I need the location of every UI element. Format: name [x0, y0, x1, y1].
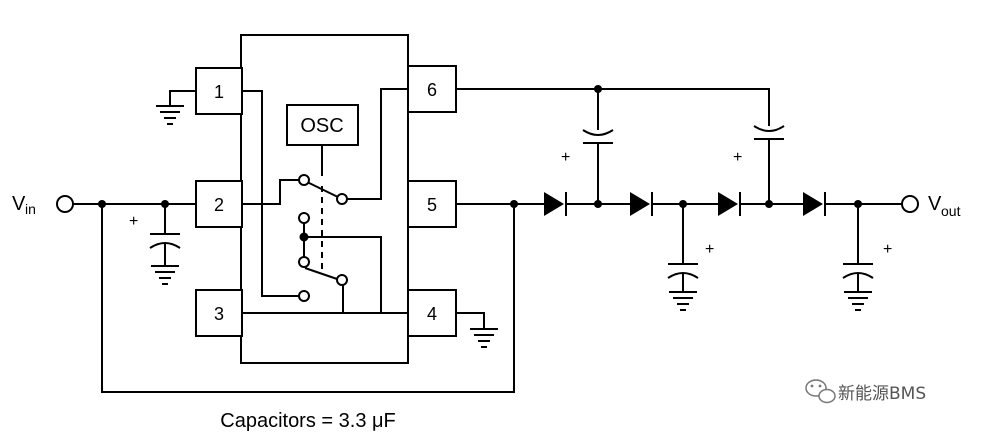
svg-text:+: +	[561, 149, 570, 166]
svg-text:新能源BMS: 新能源BMS	[838, 384, 926, 404]
svg-text:+: +	[129, 213, 138, 230]
diode	[544, 192, 564, 216]
switch-contact	[298, 174, 310, 186]
switch-contact	[298, 212, 310, 224]
svg-text:+: +	[733, 149, 742, 166]
svg-text:6: 6	[427, 80, 437, 100]
watermark: 新能源BMS	[805, 379, 926, 404]
pin-5: 5	[407, 180, 457, 228]
svg-text:3: 3	[214, 304, 224, 324]
output-capacitor: +	[842, 204, 892, 311]
pin-3: 3	[195, 289, 243, 337]
svg-text:1: 1	[214, 82, 224, 102]
vout-terminal: V out	[901, 193, 961, 219]
internal-wiring	[242, 88, 408, 314]
svg-text:2: 2	[214, 195, 224, 215]
pump-capacitor: +	[733, 125, 785, 204]
reservoir-capacitor: +	[667, 204, 714, 311]
switch-contact	[298, 256, 310, 268]
switch-contact	[298, 290, 310, 302]
svg-text:V: V	[928, 193, 942, 215]
capacitor-caption: Capacitors = 3.3 μF	[220, 410, 396, 432]
svg-text:in: in	[25, 201, 36, 217]
pin-1: 1	[195, 67, 243, 115]
pump-capacitor: +	[561, 89, 614, 204]
switch-contact	[336, 193, 348, 205]
svg-text:4: 4	[427, 304, 437, 324]
diode	[630, 192, 650, 216]
ground-symbol	[456, 312, 498, 348]
svg-text:out: out	[941, 203, 961, 219]
svg-text:+: +	[883, 241, 892, 258]
oscillator-block: OSC	[286, 104, 359, 146]
vin-terminal: V in	[12, 193, 196, 217]
svg-text:OSC: OSC	[300, 115, 343, 137]
input-capacitor: +	[129, 204, 181, 285]
ground-symbol	[156, 90, 196, 125]
svg-text:+: +	[705, 241, 714, 258]
output-chain	[456, 85, 902, 216]
pin-6: 6	[407, 65, 457, 113]
switch-contact	[336, 274, 348, 286]
pin-4: 4	[407, 289, 457, 337]
diode	[718, 192, 738, 216]
svg-text:V: V	[12, 193, 26, 215]
wechat-icon	[805, 379, 836, 404]
bypass-wire	[101, 204, 515, 393]
pin-2: 2	[195, 180, 243, 228]
svg-text:5: 5	[427, 195, 437, 215]
diode	[803, 192, 823, 216]
